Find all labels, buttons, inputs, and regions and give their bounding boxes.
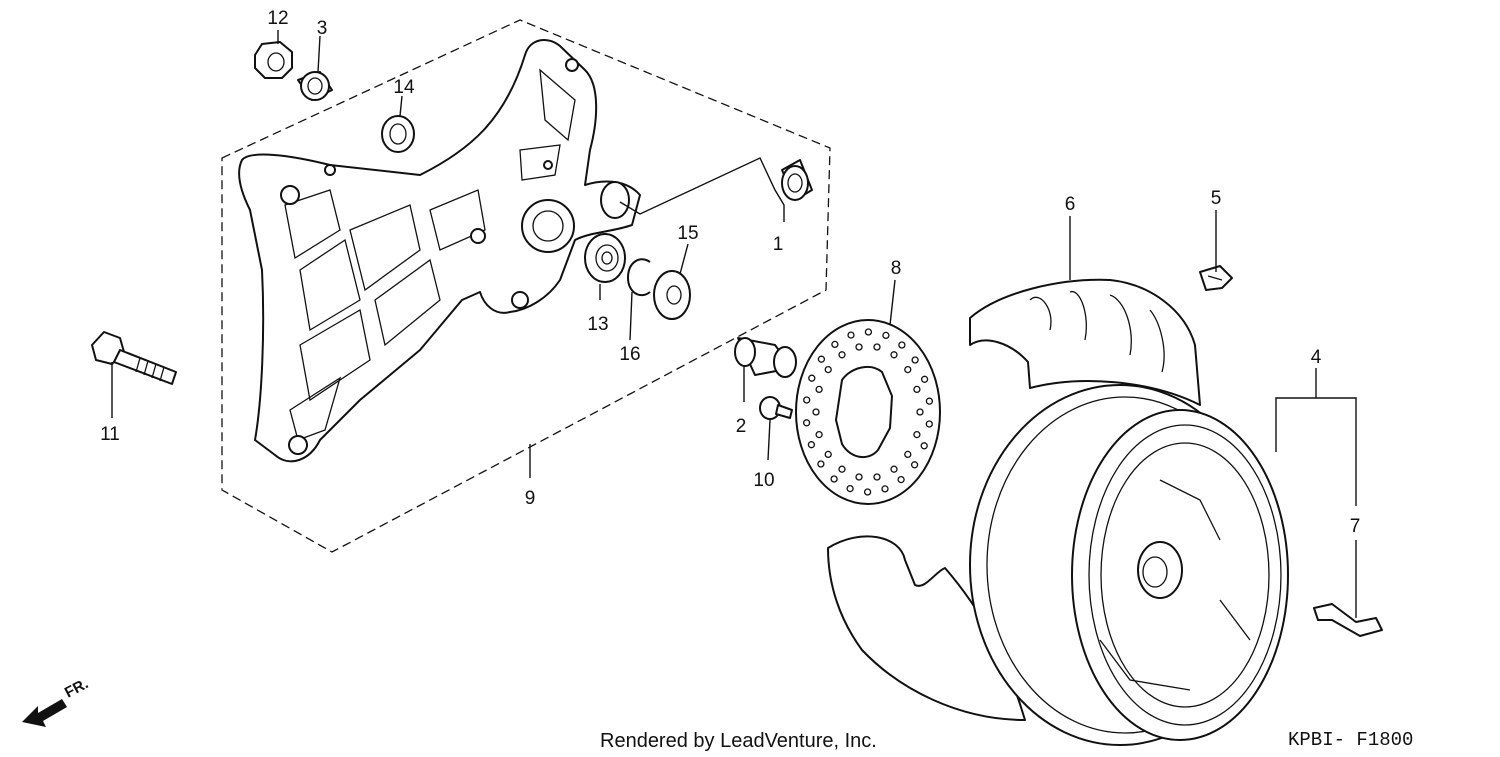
callout-10: 10 [753, 470, 774, 491]
disc-vent-hole [913, 430, 921, 439]
disc-vent-hole [831, 340, 839, 349]
disc-vent-hole [873, 343, 881, 351]
callout-8: 8 [891, 258, 902, 279]
valve-part-7 [1313, 603, 1383, 637]
bolt-part-11 [91, 331, 177, 385]
bolt-part-10 [759, 396, 793, 420]
diagram-code: KPBI- F1800 [1288, 729, 1413, 751]
disc-vent-hole [904, 365, 912, 374]
disc-vent-hole [808, 374, 816, 382]
callout-leaders [111, 30, 1357, 618]
disc-vent-hole [881, 485, 889, 493]
callout-11: 11 [100, 424, 120, 445]
swing-arm-group-outline [221, 19, 831, 553]
wheel [969, 384, 1289, 746]
disc-vent-hole [803, 396, 811, 404]
callout-14: 14 [393, 77, 415, 98]
bearing-part-13 [584, 233, 626, 283]
disc-vent-hole [855, 473, 863, 481]
disc-vent-hole [920, 442, 928, 450]
front-direction-arrow: FR. [22, 675, 91, 727]
disc-vent-hole [864, 328, 873, 336]
render-credit: Rendered by LeadVenture, Inc. [600, 730, 877, 752]
disc-vent-hole [824, 450, 832, 459]
disc-vent-hole [890, 351, 898, 359]
disc-vent-hole [807, 441, 816, 449]
disc-vent-hole [815, 430, 823, 439]
circlip-part-16 [627, 258, 651, 297]
callout-15: 15 [677, 223, 698, 244]
collar-part-2 [734, 337, 797, 378]
callout-13: 13 [587, 314, 608, 335]
disc-vent-hole [817, 355, 826, 363]
disc-vent-hole [873, 473, 881, 481]
nut-part-12 [254, 41, 293, 79]
disc-vent-hole [855, 343, 863, 351]
disc-vent-hole [882, 331, 890, 340]
disc-vent-hole [863, 488, 872, 496]
disc-vent-hole [897, 475, 905, 484]
disc-vent-hole [913, 385, 921, 394]
disc-vent-hole [925, 397, 934, 405]
disc-vent-hole [838, 465, 846, 473]
callout-2: 2 [736, 416, 747, 437]
disc-vent-hole [910, 461, 919, 469]
disc-vent-hole [898, 341, 906, 349]
arrow-icon [22, 699, 67, 727]
swing-arm [238, 38, 641, 463]
disc-vent-hole [830, 475, 838, 483]
callout-4: 4 [1311, 347, 1322, 368]
callout-1: 1 [773, 234, 784, 255]
disc-vent-hole [847, 331, 855, 339]
disc-vent-hole [916, 408, 924, 416]
disc-vent-hole [846, 484, 854, 493]
callout-6: 6 [1065, 194, 1076, 215]
disc-vent-hole [890, 465, 898, 473]
disc-vent-hole [838, 351, 846, 359]
disc-vent-hole [817, 460, 825, 468]
seal-part-14 [381, 115, 415, 153]
front-label: FR. [62, 675, 91, 701]
disc-vent-hole [815, 385, 823, 394]
callout-7: 7 [1350, 516, 1361, 537]
disc-vent-hole [802, 419, 811, 427]
disc-vent-hole [812, 408, 820, 416]
callout-16: 16 [619, 344, 640, 365]
disc-vent-hole [925, 420, 933, 428]
callout-12: 12 [267, 8, 288, 29]
callout-9: 9 [525, 488, 536, 509]
collar-part-3 [297, 71, 333, 101]
bushing-part-1 [781, 159, 813, 201]
callout-5: 5 [1211, 188, 1222, 209]
disc-vent-hole [824, 365, 832, 374]
disc-vent-hole [904, 450, 912, 459]
disc-vent-hole [911, 356, 919, 364]
washer-part-15 [653, 270, 691, 320]
disc-vent-hole [920, 375, 929, 383]
brake-disc [795, 319, 941, 505]
callout-3: 3 [317, 18, 328, 39]
